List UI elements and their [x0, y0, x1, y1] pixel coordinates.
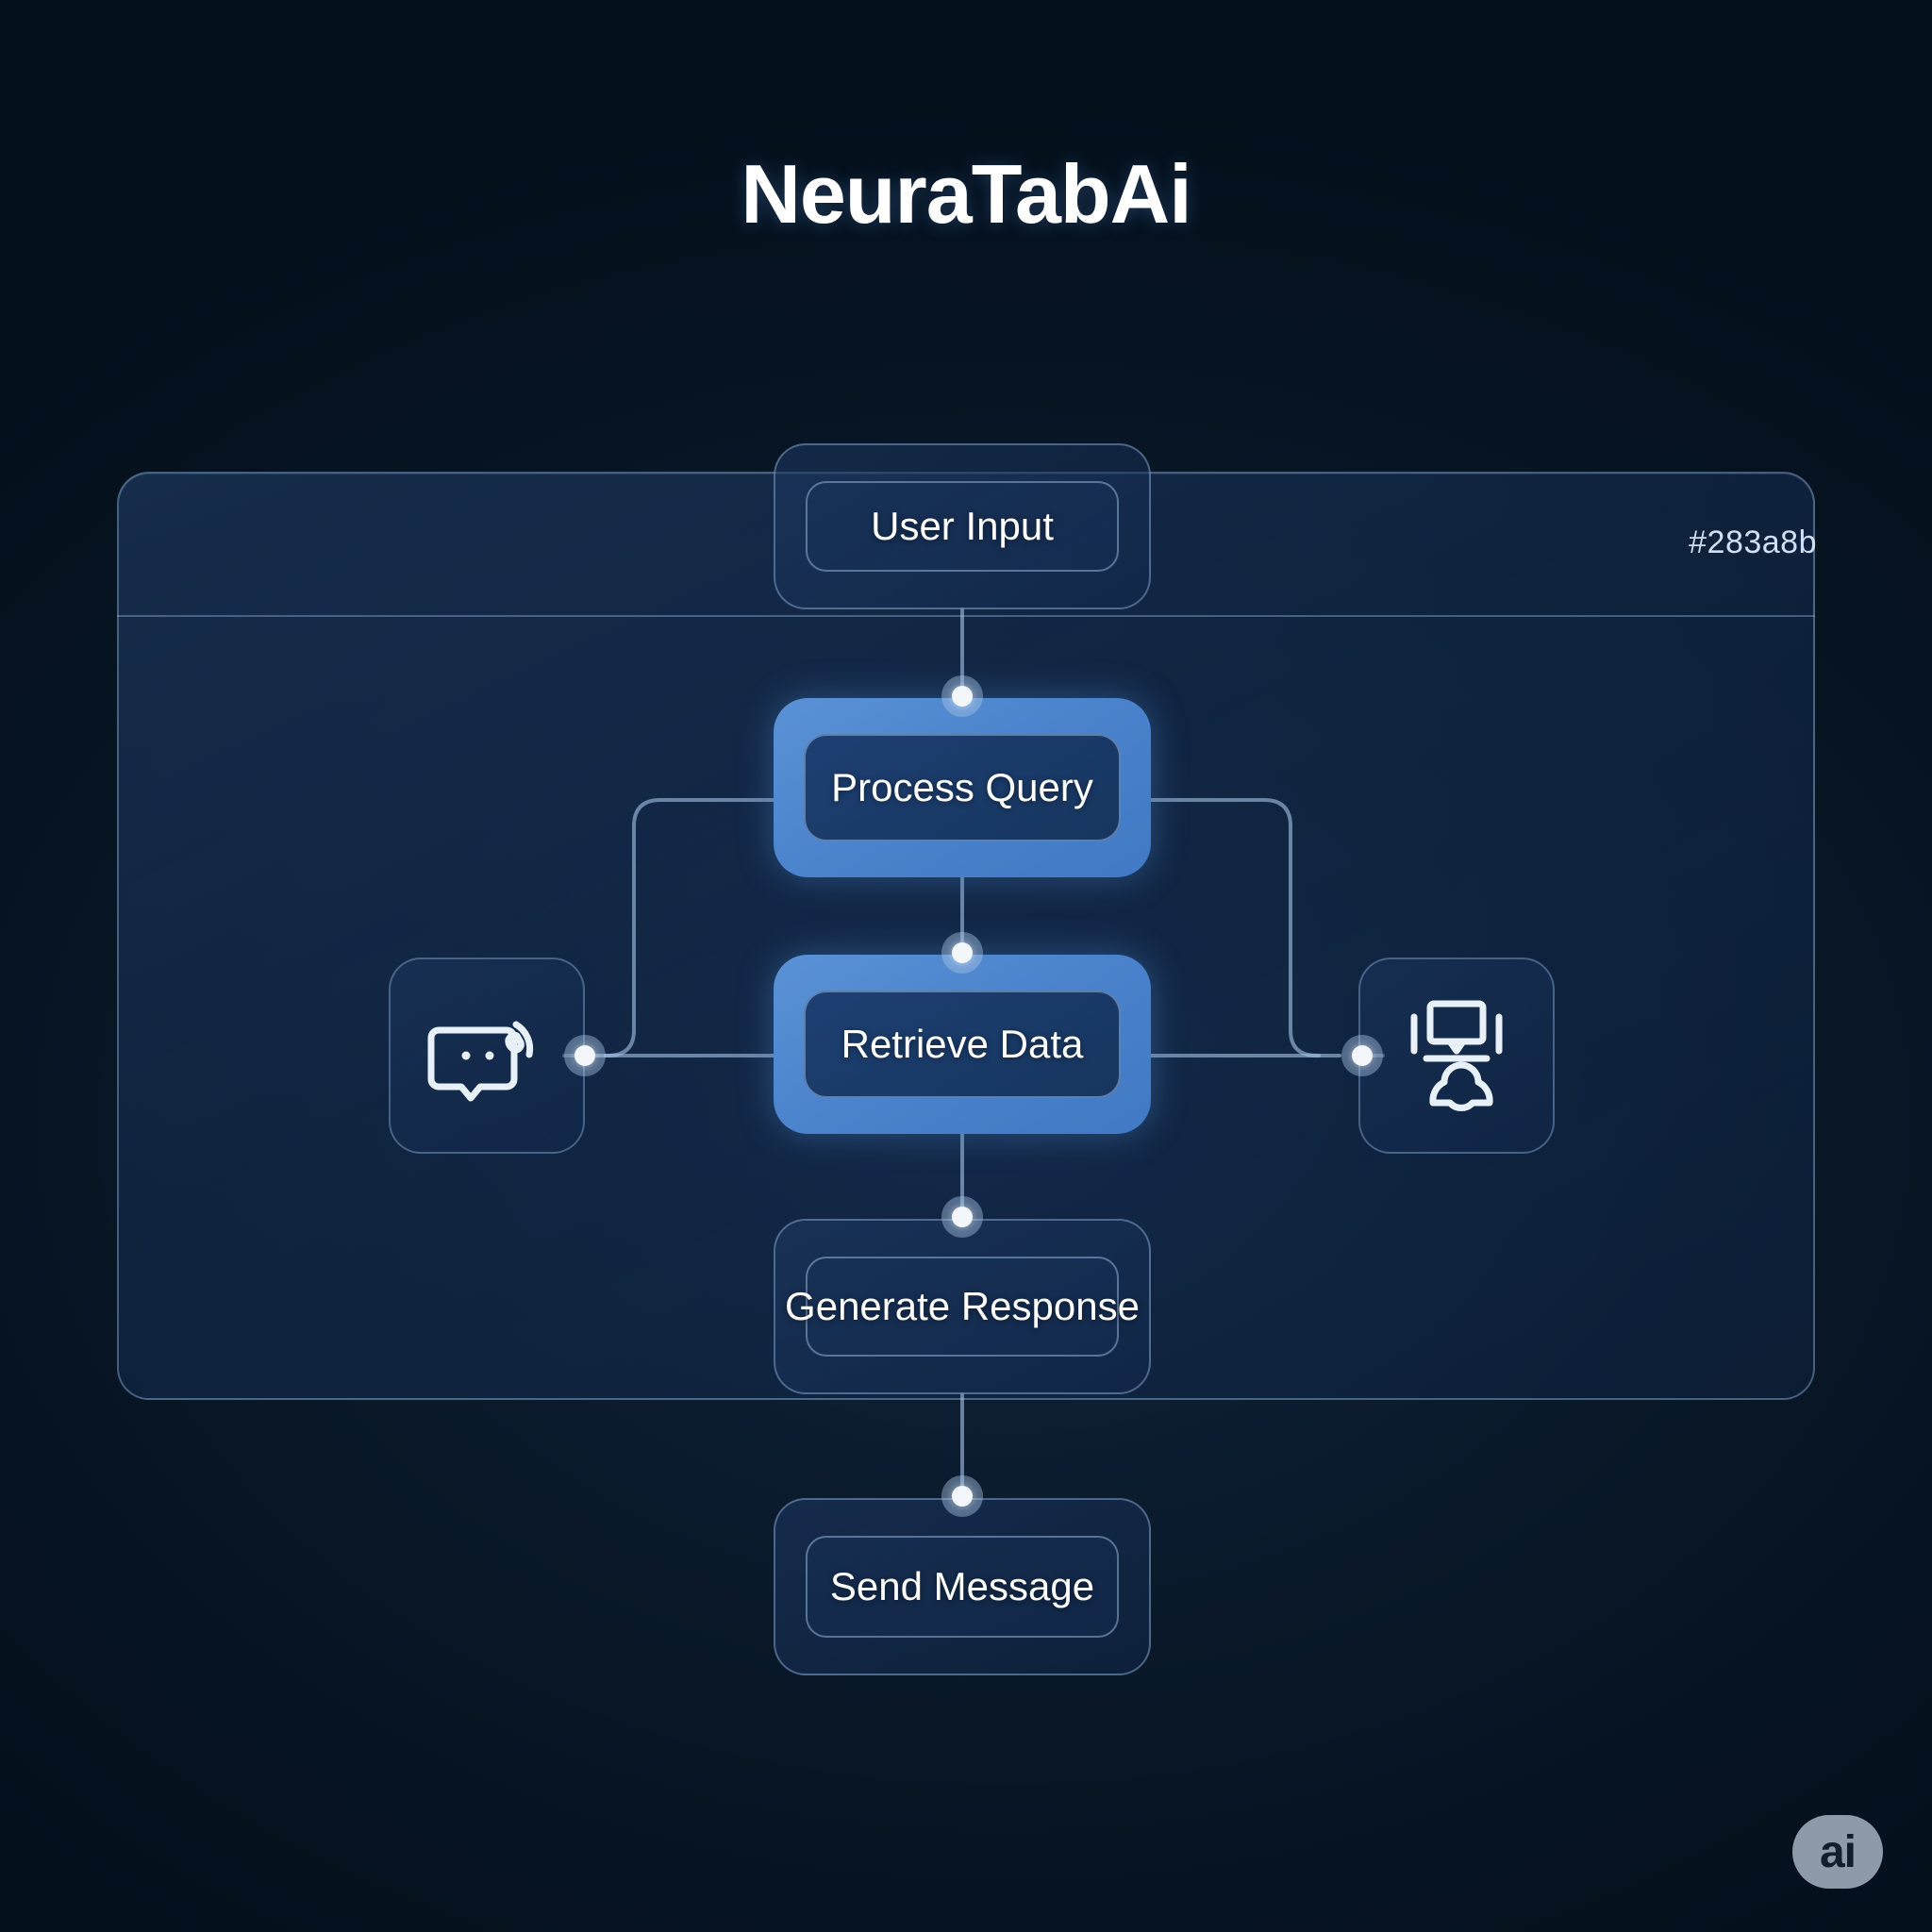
node-label: Generate Response: [785, 1284, 1140, 1328]
connector-dot-user-input-process-query[interactable]: [941, 675, 983, 717]
node-inner-box: Generate Response: [785, 1257, 1140, 1357]
node-retrieve-data[interactable]: Retrieve Data: [774, 955, 1151, 1134]
node-label: Send Message: [829, 1564, 1095, 1608]
node-inner-box: Process Query: [804, 734, 1121, 841]
connector-dot-retrieve-data-generate-response[interactable]: [941, 1196, 983, 1238]
side-tile-left[interactable]: [389, 958, 585, 1154]
connector-dot-left-icon[interactable]: [564, 1035, 606, 1076]
node-outer-frame: [774, 1219, 1151, 1394]
node-inner-box: Retrieve Data: [804, 991, 1121, 1098]
node-outer-frame: [774, 1498, 1151, 1675]
node-send-message[interactable]: Send Message: [774, 1498, 1151, 1675]
node-inner-box: User Input: [806, 481, 1119, 572]
chat-bubble-cloud-user-icon: [1410, 1000, 1503, 1111]
node-label: User Input: [871, 504, 1054, 548]
page-title: NeuraTabAi: [741, 147, 1191, 241]
connector-dot-right-icon[interactable]: [1341, 1035, 1383, 1076]
node-label: Retrieve Data: [841, 1022, 1084, 1066]
ai-logo-badge: ai: [1792, 1815, 1883, 1889]
hex-color-label: #283a8b: [1689, 525, 1817, 560]
connector-dot-generate-response-send-message[interactable]: [941, 1475, 983, 1517]
side-tile-right[interactable]: [1358, 958, 1555, 1154]
node-user-input[interactable]: User Input: [774, 443, 1151, 609]
panel-divider: [117, 615, 1815, 617]
node-inner-box: Send Message: [806, 1536, 1119, 1638]
connector-dot-process-query-retrieve-data[interactable]: [941, 932, 983, 974]
node-generate-response[interactable]: Generate Response: [774, 1219, 1151, 1394]
node-process-query[interactable]: Process Query: [774, 698, 1151, 877]
chat-bubble-call-icon: [427, 1021, 534, 1102]
node-label: Process Query: [831, 765, 1093, 809]
node-outer-frame: [774, 443, 1151, 609]
